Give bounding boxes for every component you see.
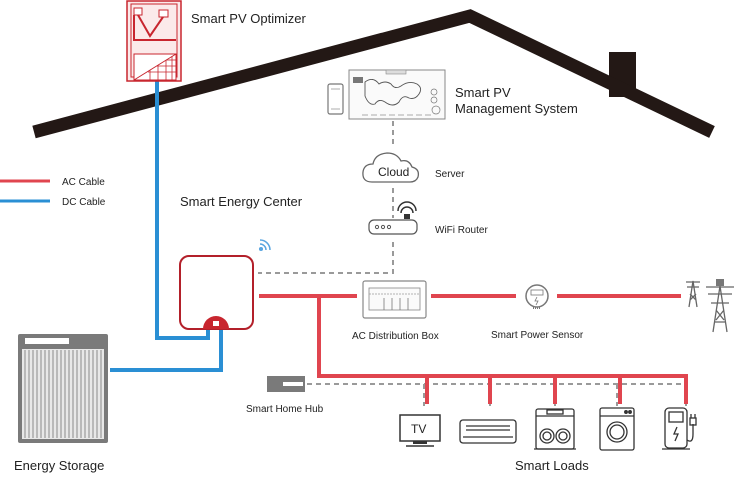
power-sensor-label: Smart Power Sensor — [491, 330, 584, 341]
ac-cables — [259, 294, 688, 404]
link-router-energy-center — [258, 242, 394, 274]
smart-loads-label: Smart Loads — [515, 458, 589, 473]
ac-cable-loads-bus — [317, 296, 688, 404]
battery-storage-icon — [18, 334, 108, 443]
server-label: Server — [435, 169, 465, 180]
energy-storage-label: Energy Storage — [14, 458, 104, 473]
dishwasher-icon — [534, 408, 576, 450]
energy-center-icon — [179, 255, 254, 330]
cloud-icon — [362, 152, 420, 183]
link-hub-tv — [298, 383, 425, 406]
dc-cable-storage — [110, 320, 223, 372]
wifi-router-icon — [368, 201, 418, 235]
solar-panel-optimizer-icon — [126, 0, 182, 82]
management-label-line1: Smart PV — [455, 85, 511, 100]
house-roof — [32, 9, 715, 139]
washing-machine-icon — [599, 407, 635, 451]
air-conditioner-icon — [459, 419, 517, 444]
energy-center-label: Smart Energy Center — [180, 194, 303, 209]
comms-links — [258, 121, 687, 406]
cloud-text: Cloud — [378, 165, 409, 179]
legend-ac-label: AC Cable — [62, 177, 105, 188]
wifi-router-label: WiFi Router — [435, 225, 488, 236]
smartphone-icon — [327, 83, 344, 115]
tv-text: TV — [411, 422, 426, 436]
wifi-signal-icon — [258, 239, 271, 252]
legend: AC Cable DC Cable — [0, 177, 106, 208]
optimizer-label: Smart PV Optimizer — [191, 11, 307, 26]
roof-line — [32, 9, 715, 139]
power-meter-icon — [525, 284, 549, 309]
distribution-box-label: AC Distribution Box — [352, 331, 439, 342]
world-map-dashboard-icon — [348, 69, 446, 120]
home-hub-label: Smart Home Hub — [246, 404, 324, 415]
management-label-line2: Management System — [455, 101, 578, 116]
tv-icon — [399, 414, 441, 447]
power-tower-icon — [686, 279, 734, 333]
home-hub-icon — [267, 376, 305, 392]
legend-dc-label: DC Cable — [62, 197, 106, 208]
ev-charger-icon — [662, 407, 697, 450]
distribution-box-icon — [362, 280, 427, 319]
